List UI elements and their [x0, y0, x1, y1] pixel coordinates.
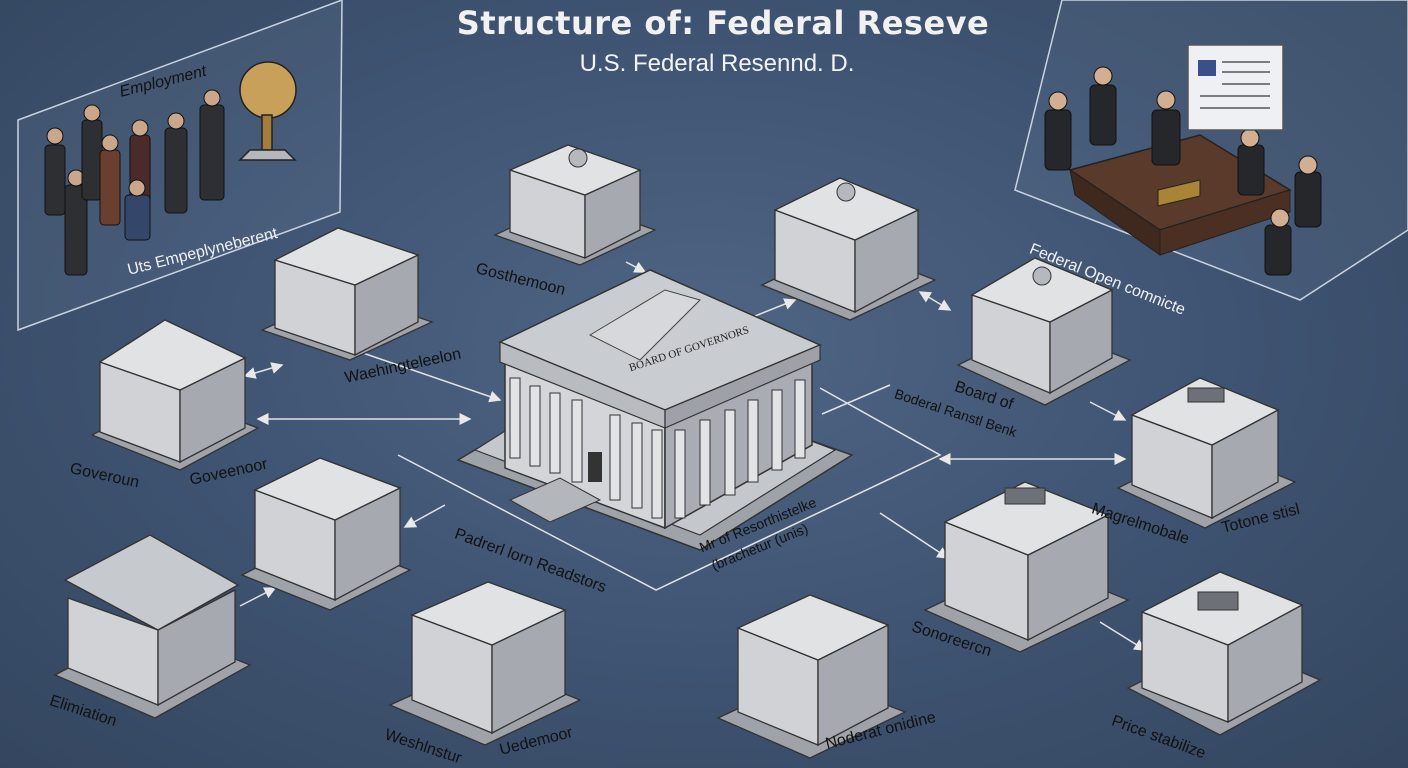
scales-statue [238, 61, 297, 161]
arrow-elimination [239, 587, 277, 607]
page-subtitle: U.S. Federal Resennd. D. [579, 50, 855, 77]
building-noderat [716, 594, 907, 759]
building-price-stabilize [1126, 571, 1322, 736]
building-federal-banks-left [240, 457, 412, 611]
building-board-of [956, 257, 1132, 406]
presentation-board [1187, 44, 1284, 131]
building-gosthemoon [493, 144, 657, 266]
connector-lines [239, 261, 1147, 651]
arrow-washington [359, 351, 502, 403]
building-sonorercn [923, 481, 1130, 653]
arrow-gosthemoon [625, 261, 647, 273]
building-elimination [53, 534, 252, 719]
page-title: Structure of: Federal Reseve [456, 4, 990, 42]
building-washintur [388, 581, 582, 746]
central-building-board-of-governors [456, 269, 854, 551]
arrow-right-mid [1089, 401, 1127, 421]
fomc-meeting-scene [1044, 44, 1322, 276]
arrow-left-top [243, 362, 284, 379]
arrow-fomc [918, 291, 952, 311]
building-top-right [760, 177, 937, 321]
arrow-board-of [821, 384, 891, 415]
arrow-sonorercn [879, 512, 950, 559]
central-diamond-line [397, 387, 942, 591]
building-magretmobale [1116, 377, 1297, 529]
employment-people-group [44, 61, 297, 276]
arrow-price [1099, 621, 1147, 651]
building-governoun [90, 319, 260, 471]
arrow-federal-banks [403, 504, 446, 528]
building-washingtonlaelton [260, 227, 434, 361]
